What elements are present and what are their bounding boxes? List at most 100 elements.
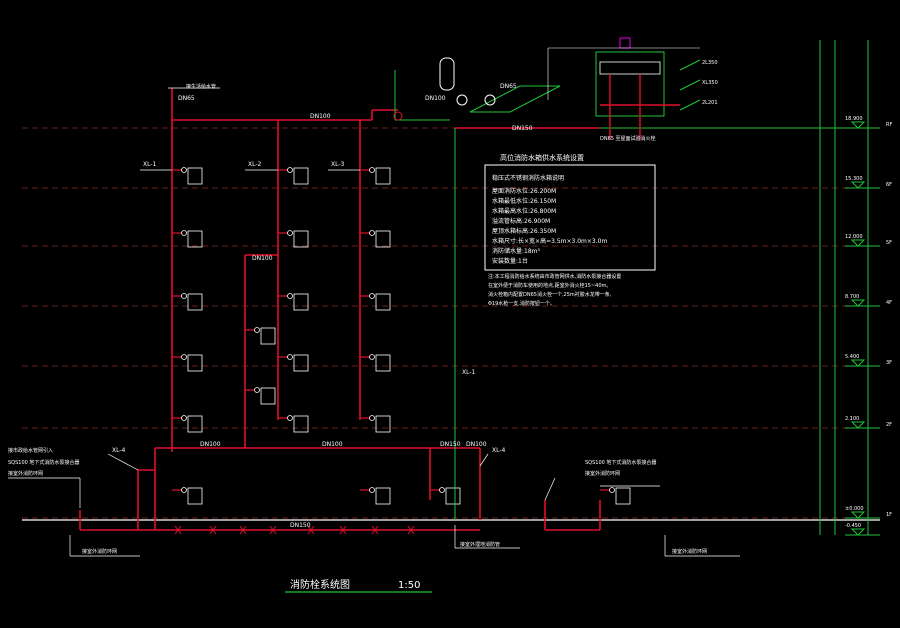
hydrant-cabinet-icon bbox=[260, 387, 276, 405]
level-floor: 2F bbox=[886, 422, 892, 428]
pipe-label: DN100 bbox=[252, 255, 273, 262]
note-line: 消火栓箱内配置DN65消火栓一个,25m衬胶水龙带一条, bbox=[488, 291, 612, 298]
note-line: 在室外便于消防车使用的地点,距室外消火栓15~40m。 bbox=[488, 282, 611, 289]
hydrant-cabinet-icon bbox=[187, 293, 203, 311]
hydrant-valve-icon bbox=[369, 354, 375, 360]
pipe-label: DN100 bbox=[200, 441, 221, 448]
info-box-line: 水箱最高水位:26.800M bbox=[492, 207, 556, 215]
annotation: 接市政给水管网引入 bbox=[8, 447, 53, 454]
valve-icon bbox=[393, 111, 403, 121]
hydrant-cabinet-icon bbox=[187, 354, 203, 372]
pump-icon bbox=[484, 94, 496, 106]
pipe-label: DN100 bbox=[425, 95, 446, 102]
pipe-label: DN150 bbox=[440, 441, 461, 448]
hydrant-cabinet-icon bbox=[445, 487, 461, 505]
hydrant-cabinet-icon bbox=[375, 354, 391, 372]
hydrant-cabinet-icon bbox=[187, 415, 203, 433]
info-box-line: 屋面消防水位:26.200M bbox=[492, 187, 556, 195]
annotation: 接生活给水管 bbox=[186, 83, 216, 90]
fire-hydrant bbox=[430, 487, 461, 505]
level-floor: 6F bbox=[886, 182, 892, 188]
hydrant-valve-icon bbox=[369, 167, 375, 173]
info-box-lines: 屋面消防水位:26.200M水箱最低水位:26.150M水箱最高水位:26.80… bbox=[492, 187, 607, 265]
elevation-column bbox=[600, 40, 869, 535]
hydrant-cabinet-icon bbox=[293, 167, 309, 185]
riser-label: XL-1 bbox=[462, 369, 476, 376]
hydrant-valve-icon bbox=[181, 167, 187, 173]
hydrant-cabinet-icon bbox=[375, 415, 391, 433]
annotation: SQS100 地下式消防水泵接合器 bbox=[8, 459, 79, 466]
fire-hydrant bbox=[172, 230, 203, 248]
fire-hydrant bbox=[278, 293, 309, 311]
fire-hydrant bbox=[245, 387, 276, 405]
hydrant-valve-icon bbox=[369, 415, 375, 421]
hydrant-valve-icon bbox=[369, 293, 375, 299]
fire-hydrant bbox=[360, 354, 391, 372]
labels: XL-1 XL-2 XL-3 XL-4 XL-4 XL-1 DN65 DN100… bbox=[8, 60, 718, 555]
level-elevation: 12.000 bbox=[845, 234, 863, 240]
annotation: 接室外消防环网 bbox=[82, 548, 117, 555]
info-box-title: 高位消防水箱供水系统设置 bbox=[500, 153, 584, 162]
annotation: 接室外消防环网 bbox=[672, 548, 707, 555]
level-elevation: 15.300 bbox=[845, 176, 863, 182]
level-elevation: ±0.000 bbox=[845, 506, 864, 512]
fire-hydrant bbox=[600, 487, 631, 505]
hydrant-cabinet-icon bbox=[293, 354, 309, 372]
fire-hydrant bbox=[172, 293, 203, 311]
info-box-line: 水箱尺寸:长×宽×高=3.5m×3.0m×3.0m bbox=[492, 237, 607, 245]
hydrant-cabinet-icon bbox=[293, 230, 309, 248]
hydrant-cabinet-icon bbox=[375, 230, 391, 248]
fire-hydrant bbox=[245, 327, 276, 345]
pipe-label: DN65 bbox=[178, 95, 195, 102]
info-box-line: 屋顶水箱标高:26.350M bbox=[492, 227, 556, 235]
fire-hydrant bbox=[278, 230, 309, 248]
note-line: 注:本工程消防给水系统由市政管网供水,消防水泵接合器设置 bbox=[488, 273, 621, 280]
level-floor: 3F bbox=[886, 360, 892, 366]
pipe-label: DN100 bbox=[466, 441, 487, 448]
level-elevation: 18.900 bbox=[845, 116, 863, 122]
hydrant-cabinet-icon bbox=[187, 487, 203, 505]
hydrant-cabinet-icon bbox=[187, 167, 203, 185]
fire-hydrant bbox=[172, 354, 203, 372]
annotation: 接室外埋地消防管 bbox=[460, 541, 500, 548]
hydrant-cabinet-icon bbox=[375, 487, 391, 505]
drawing-title: 消防栓系统图 bbox=[290, 578, 350, 591]
level-floor: 1F bbox=[886, 512, 892, 518]
annotation: 接室外消防环网 bbox=[585, 470, 620, 477]
level-elevation: 8.700 bbox=[845, 294, 859, 300]
pipe-label: DN150 bbox=[290, 522, 311, 529]
level-elevation: 2.100 bbox=[845, 416, 859, 422]
drawing-title-block: 消防栓系统图 1:50 bbox=[290, 578, 420, 591]
hydrant-branches bbox=[172, 167, 631, 505]
fire-hydrant bbox=[360, 167, 391, 185]
riser-label: XL-1 bbox=[143, 161, 157, 168]
fire-hydrant bbox=[172, 167, 203, 185]
hydrant-valve-icon bbox=[287, 415, 293, 421]
level-elevation: -0.450 bbox=[845, 523, 861, 529]
annotation: DN65 至屋面试验消火栓 bbox=[600, 135, 656, 142]
hydrant-valve-icon bbox=[181, 487, 187, 493]
pipe-cross-marks bbox=[174, 525, 415, 535]
hydrant-cabinet-icon bbox=[293, 293, 309, 311]
level-floor: RF bbox=[886, 122, 892, 128]
pump-icon bbox=[456, 94, 468, 106]
hydrant-cabinet-icon bbox=[615, 487, 631, 505]
hydrant-valve-icon bbox=[287, 354, 293, 360]
hydrant-valve-icon bbox=[287, 293, 293, 299]
annotation: 2L350 bbox=[702, 60, 718, 66]
fire-hydrant bbox=[360, 487, 391, 505]
hydrant-valve-icon bbox=[369, 230, 375, 236]
fire-hydrant bbox=[172, 487, 203, 505]
fire-hydrant bbox=[172, 415, 203, 433]
annotation: XL350 bbox=[702, 80, 718, 86]
hydrant-cabinet-icon bbox=[293, 415, 309, 433]
info-box-subtitle: 稳压式不锈钢消防水箱说明 bbox=[492, 174, 564, 182]
hydrant-valve-icon bbox=[181, 354, 187, 360]
hydrant-valve-icon bbox=[254, 387, 260, 393]
hydrant-valve-icon bbox=[439, 487, 445, 493]
pump-base-outline bbox=[469, 85, 561, 113]
